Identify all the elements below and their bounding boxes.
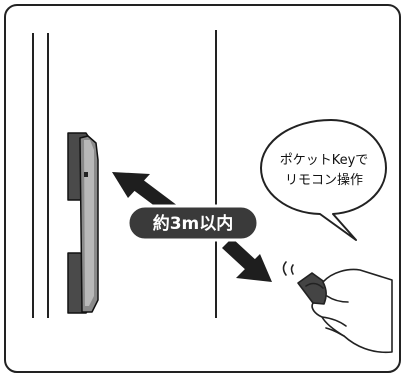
distance-label-pill: 約3m以内 <box>126 204 260 242</box>
signal-waves-icon <box>282 261 294 276</box>
door-frame-lines <box>32 30 217 318</box>
speech-bubble: ポケットKeyで リモコン操作 <box>260 119 387 241</box>
speech-bubble-line2: リモコン操作 <box>285 172 363 188</box>
door-handle <box>67 132 99 314</box>
hand-with-key <box>297 268 393 354</box>
distance-label: 約3m以内 <box>153 213 234 234</box>
speech-bubble-line1: ポケットKeyで <box>280 153 369 168</box>
